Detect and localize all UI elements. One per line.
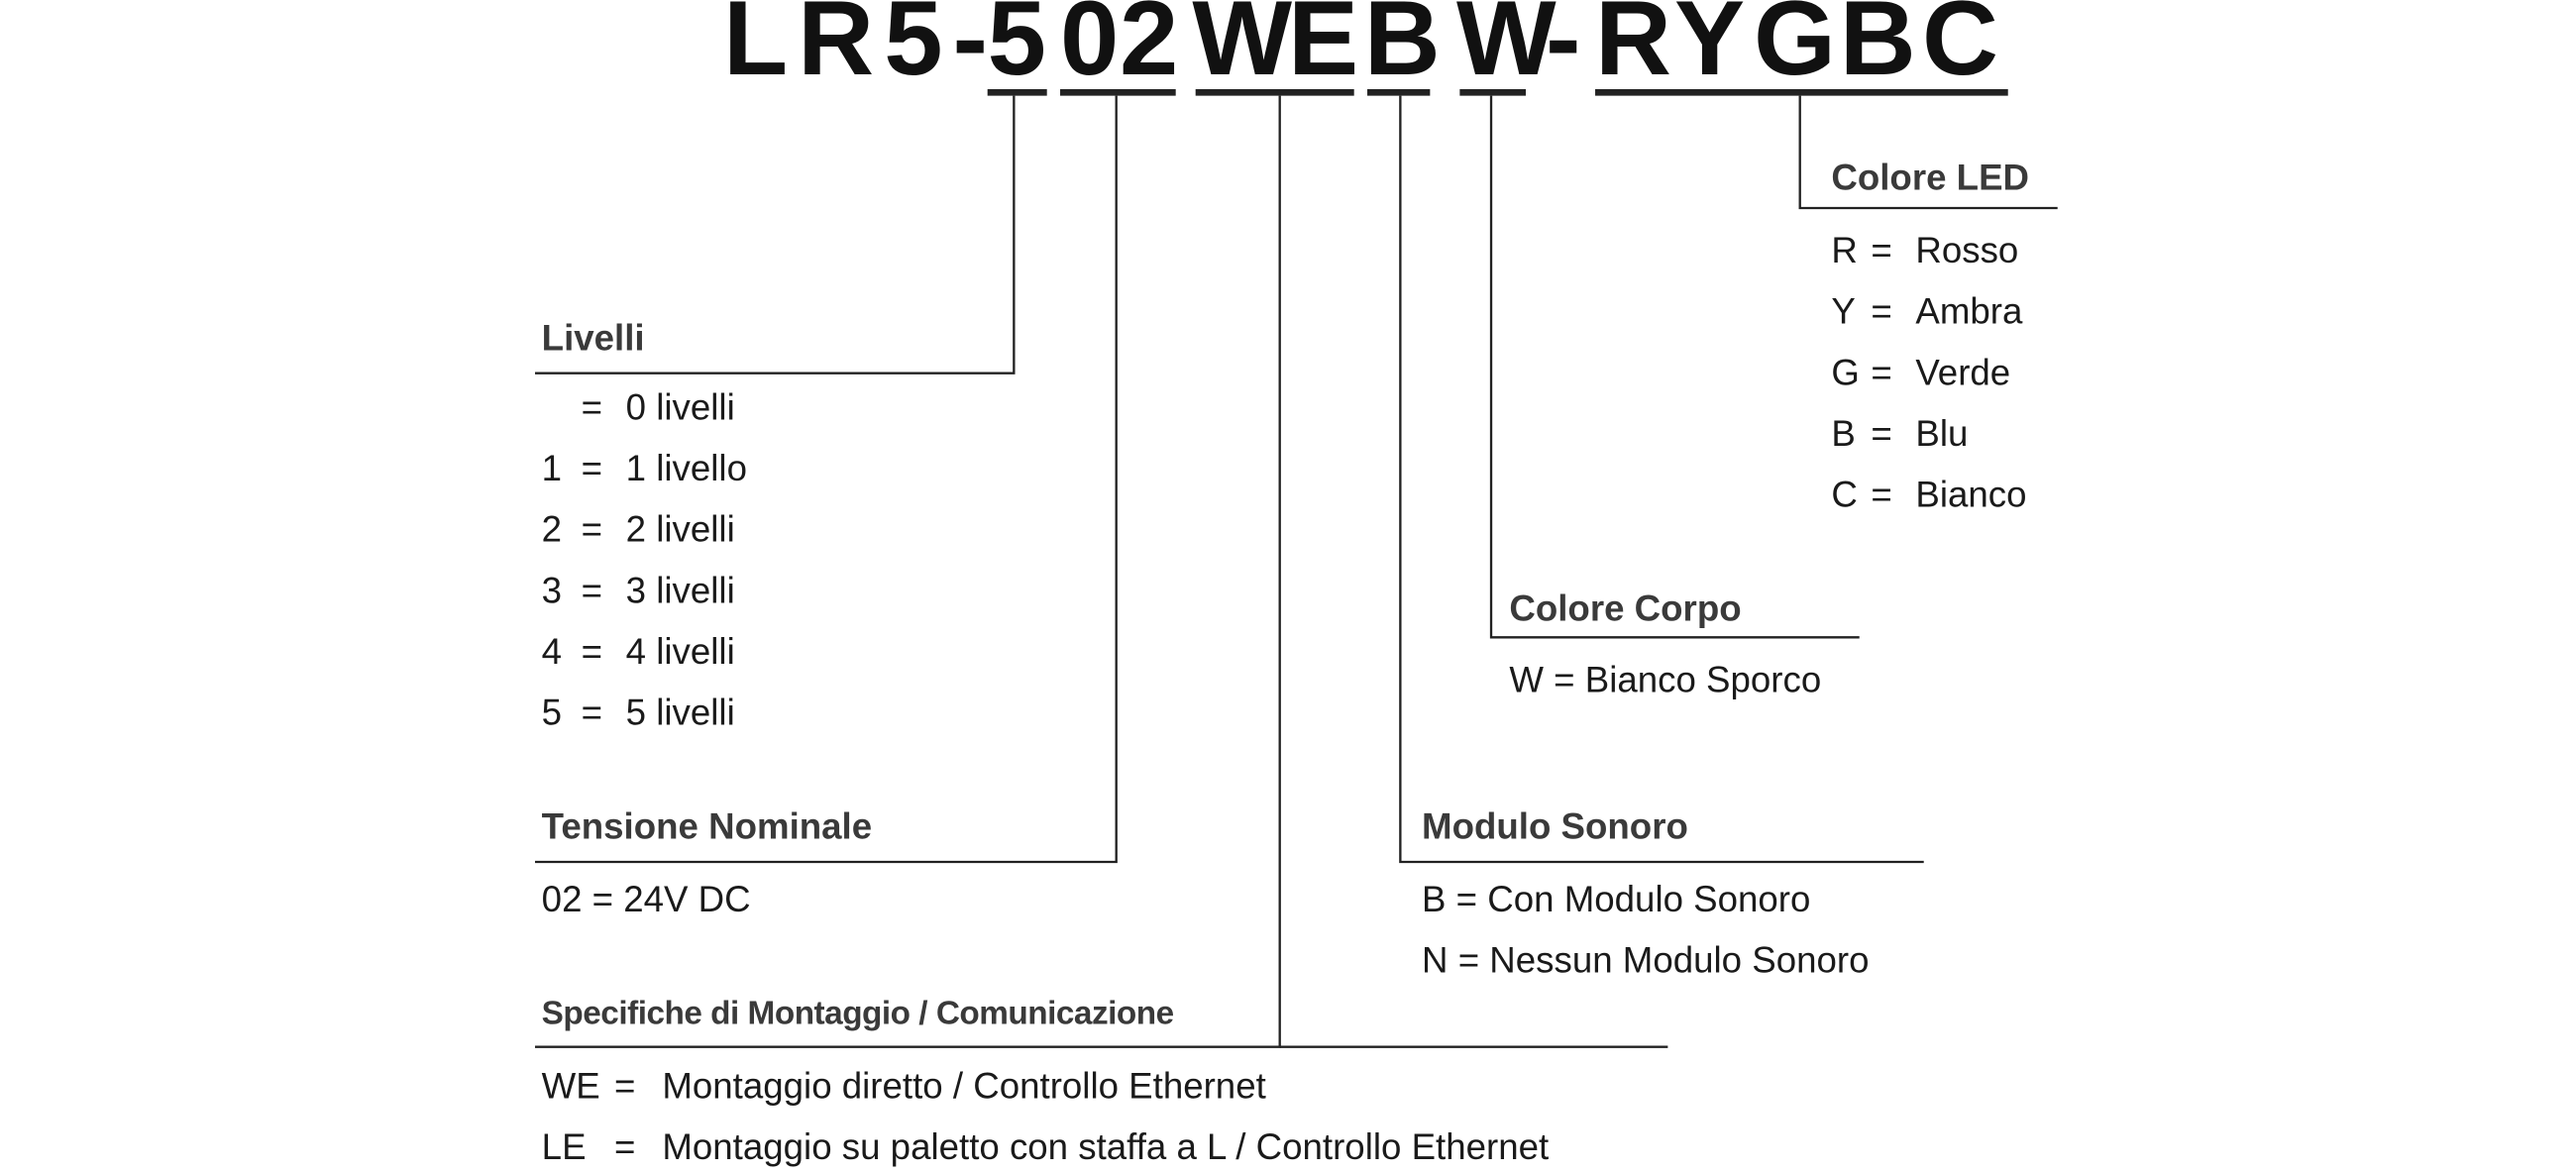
livelli-value: 5 livelli [625, 692, 735, 734]
livelli-code: 1 [541, 447, 563, 489]
connector-tensione [535, 95, 1118, 864]
colore-led-heading: Colore LED [1831, 157, 2030, 199]
livelli-value: 2 livelli [625, 508, 735, 551]
colore-led-equals: = [1871, 412, 1892, 455]
part-number-tensione-1: 0 [1060, 0, 1129, 98]
montaggio-value: Montaggio diretto / Controllo Ethernet [662, 1065, 1266, 1107]
livelli-equals: = [581, 508, 603, 551]
part-number-colore-corpo: W [1456, 0, 1566, 98]
livelli-code: 4 [541, 630, 563, 673]
colore-led-code: Y [1831, 290, 1856, 333]
colore-led-value: Blu [1915, 412, 1969, 455]
colore-led-equals: = [1871, 290, 1892, 333]
colore-corpo-row: W = Bianco Sporco [1509, 659, 1822, 700]
montaggio-code: LE [541, 1125, 587, 1168]
montaggio-heading: Specifiche di Montaggio / Comunicazione [541, 996, 1174, 1032]
livelli-code: 2 [541, 508, 563, 551]
colore-led-value: Verde [1915, 352, 2011, 393]
colore-led-value: Rosso [1915, 229, 2019, 271]
connector-colore-led [1798, 95, 2058, 210]
livelli-equals: = [581, 570, 603, 611]
modulo-sonoro-heading: Modulo Sonoro [1422, 805, 1688, 848]
part-number-led-g: G [1754, 0, 1847, 98]
livelli-code: 5 [541, 692, 563, 734]
part-number-prefix: LR5- [723, 0, 999, 98]
livelli-heading: Livelli [541, 317, 645, 359]
part-number-montaggio-2: E [1288, 0, 1369, 98]
connector-livelli [535, 95, 1016, 374]
part-number-led-b: B [1839, 0, 1926, 98]
tensione-row: 02 = 24V DC [541, 878, 751, 920]
part-number-led-y: Y [1674, 0, 1756, 98]
montaggio-value: Montaggio su paletto con staffa a L / Co… [662, 1125, 1550, 1168]
colore-corpo-heading: Colore Corpo [1509, 587, 1742, 630]
livelli-value: 3 livelli [625, 570, 735, 611]
colore-led-value: Ambra [1915, 290, 2023, 333]
part-number-montaggio-1: W [1192, 0, 1303, 98]
colore-led-code: G [1831, 352, 1860, 393]
colore-led-equals: = [1871, 474, 1892, 516]
modulo-sonoro-row: B = Con Modulo Sonoro [1422, 878, 1811, 920]
livelli-value: 4 livelli [625, 630, 735, 673]
livelli-value: 1 livello [625, 447, 747, 489]
livelli-code: 3 [541, 570, 563, 611]
part-number-led-c: C [1922, 0, 2009, 98]
colore-led-code: C [1831, 474, 1858, 516]
montaggio-equals: = [614, 1125, 636, 1168]
colore-led-code: R [1831, 229, 1858, 271]
part-number-led-r: R [1595, 0, 1682, 98]
livelli-equals: = [581, 630, 603, 673]
colore-led-code: B [1831, 412, 1856, 455]
livelli-equals: = [581, 447, 603, 489]
livelli-equals: = [581, 386, 603, 428]
part-number-modulo-sonoro: B [1363, 0, 1450, 98]
connector-colore-corpo [1489, 95, 1860, 639]
part-number-tensione-2: 2 [1120, 0, 1189, 98]
tensione-heading: Tensione Nominale [541, 805, 873, 848]
livelli-equals: = [581, 692, 603, 734]
colore-led-equals: = [1871, 229, 1892, 271]
colore-led-equals: = [1871, 352, 1892, 393]
modulo-sonoro-row: N = Nessun Modulo Sonoro [1422, 939, 1870, 982]
montaggio-code: WE [541, 1065, 600, 1107]
colore-led-value: Bianco [1915, 474, 2027, 516]
livelli-value: 0 livelli [625, 386, 735, 428]
montaggio-equals: = [614, 1065, 636, 1107]
connector-modulo-sonoro [1399, 95, 1924, 864]
part-number-livelli: 5 [987, 0, 1057, 98]
part-number-separator: - [1546, 0, 1591, 98]
